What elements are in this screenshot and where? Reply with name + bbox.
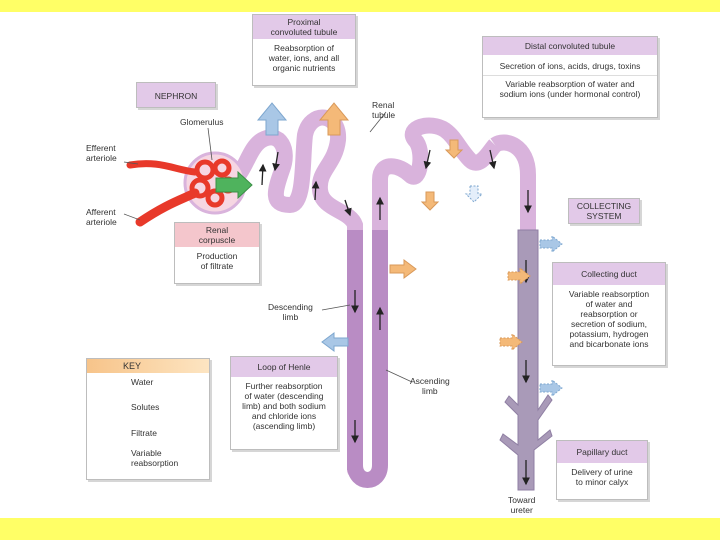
flow-arrow bbox=[272, 151, 280, 172]
ascending-label: Ascending limb bbox=[410, 376, 450, 396]
flow-arrow bbox=[344, 199, 352, 217]
efferent-leader bbox=[123, 161, 139, 165]
afferent-label: Afferent arteriole bbox=[86, 207, 117, 227]
proximal-tubule bbox=[212, 109, 363, 478]
toward-ureter-label: Toward ureter bbox=[508, 495, 536, 515]
flow-arrow bbox=[258, 163, 267, 186]
afferent-leader bbox=[123, 213, 141, 221]
flow-arrow bbox=[311, 180, 320, 201]
renal-tubule-leader bbox=[369, 111, 387, 133]
dct-title: Distal convoluted tubule bbox=[483, 37, 657, 55]
loop-title: Loop of Henle bbox=[231, 357, 337, 377]
glomerulus-label: Glomerulus bbox=[180, 117, 224, 127]
renal-corpuscle-title: Renal corpuscle bbox=[175, 223, 259, 247]
cd-solutes-arrow-2 bbox=[499, 332, 523, 352]
flow-arrow bbox=[423, 149, 432, 170]
renal-corpuscle-body: Production of filtrate bbox=[196, 251, 238, 271]
dct-body-1: Secretion of ions, acids, drugs, toxins bbox=[483, 55, 657, 76]
dct-box: Distal convoluted tubule Secretion of io… bbox=[482, 36, 658, 118]
collecting-duct-body: Variable reabsorption of water and reabs… bbox=[568, 289, 650, 349]
descending-leader bbox=[321, 304, 351, 311]
loop-water-arrow bbox=[321, 332, 349, 352]
key-title: KEY bbox=[87, 359, 209, 373]
filtrate-arrow bbox=[215, 170, 253, 200]
loop-body: Further reabsorption of water (descendin… bbox=[242, 381, 326, 431]
afferent-arteriole-vessel bbox=[135, 188, 200, 227]
cd-water-arrow-2 bbox=[539, 378, 563, 398]
pct-box: Proximal convoluted tubule Reabsorption … bbox=[252, 14, 356, 86]
collecting-system-tag: COLLECTING SYSTEM bbox=[568, 198, 640, 224]
dct-solutes-arrow-1 bbox=[444, 139, 464, 159]
key-water-label: Water bbox=[131, 377, 154, 387]
nephron-tag: NEPHRON bbox=[136, 82, 216, 108]
collecting-duct-title: Collecting duct bbox=[553, 263, 665, 285]
efferent-arteriole-vessel bbox=[126, 160, 199, 176]
loop-of-henle bbox=[347, 463, 388, 488]
dct-solutes-arrow-2 bbox=[420, 191, 440, 211]
glomerulus-leader bbox=[207, 127, 213, 161]
top-band bbox=[0, 0, 720, 12]
renal-tubule-label: Renal tubule bbox=[372, 100, 396, 120]
key-variable-label: Variable reabsorption bbox=[131, 448, 179, 468]
pct-body: Reabsorption of water, ions, and all org… bbox=[268, 43, 340, 73]
glomerulus-capillaries bbox=[189, 158, 237, 208]
ascending-limb bbox=[372, 117, 502, 465]
distal-tubule bbox=[490, 134, 536, 230]
dct-body-2: Variable reabsorption of water and sodiu… bbox=[499, 79, 641, 99]
key-panel: KEY Water Solutes Filtrate Variable reab… bbox=[86, 358, 210, 480]
pct-title: Proximal convoluted tubule bbox=[253, 15, 355, 39]
dct-variable-arrow bbox=[464, 185, 484, 203]
papillary-title: Papillary duct bbox=[557, 441, 647, 463]
key-solutes-label: Solutes bbox=[131, 402, 160, 412]
papillary-body: Delivery of urine to minor calyx bbox=[571, 467, 633, 487]
pct-solutes-arrow bbox=[318, 102, 350, 136]
cd-solutes-arrow-1 bbox=[507, 266, 531, 286]
descending-label: Descending limb bbox=[268, 302, 313, 322]
renal-corpuscle-box: Renal corpuscle Production of filtrate bbox=[174, 222, 260, 284]
collecting-duct-box: Collecting duct Variable reabsorption of… bbox=[552, 262, 666, 366]
key-filtrate-label: Filtrate bbox=[131, 428, 157, 438]
cd-water-arrow-1 bbox=[539, 234, 563, 254]
loop-solutes-arrow bbox=[389, 259, 417, 279]
papillary-box: Papillary duct Delivery of urine to mino… bbox=[556, 440, 648, 500]
loop-box: Loop of Henle Further reabsorption of wa… bbox=[230, 356, 338, 450]
pct-water-arrow bbox=[256, 102, 288, 136]
bottom-band bbox=[0, 518, 720, 540]
efferent-label: Efferent arteriole bbox=[86, 143, 117, 163]
flow-arrow bbox=[488, 149, 497, 170]
ascending-leader bbox=[385, 369, 413, 383]
